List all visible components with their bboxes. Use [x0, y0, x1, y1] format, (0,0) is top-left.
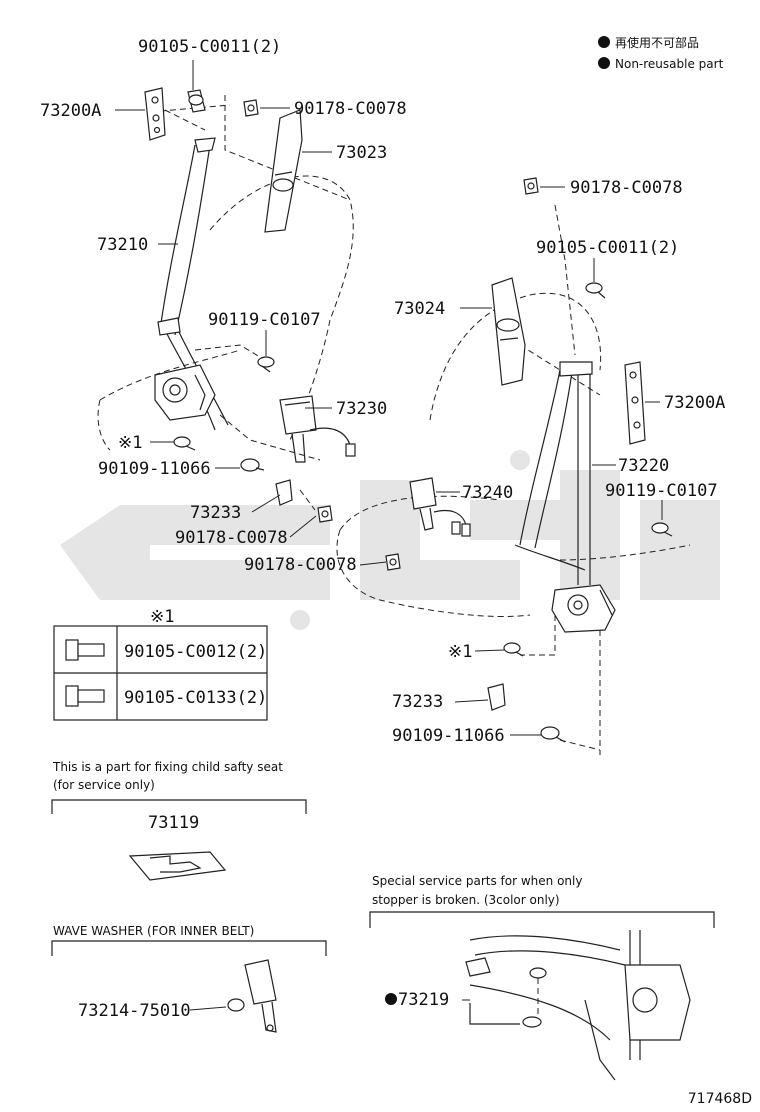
label-90105-c0011-right: 90105-C0011(2)	[536, 238, 679, 258]
bolt-icon	[257, 356, 275, 373]
label-73233-right: 73233	[392, 692, 443, 712]
label-90178-c0078-top: 90178-C0078	[294, 99, 407, 119]
watermark-logo	[60, 450, 720, 630]
bolt-icon	[651, 522, 673, 537]
table-note-mark: ※1	[150, 607, 174, 627]
label-90178-c0078-right-top: 90178-C0078	[570, 178, 683, 198]
non-reusable-dot-icon	[598, 36, 610, 48]
nut-icon	[317, 505, 333, 523]
diagram-id: 717468D	[688, 1091, 752, 1107]
label-73219: 73219	[398, 990, 449, 1010]
nut-icon	[243, 99, 259, 117]
bolt-icon	[173, 436, 196, 451]
label-73240: 73240	[462, 483, 513, 503]
height-adjuster-left	[144, 87, 166, 141]
leader-lines-left	[115, 60, 332, 538]
right-seat-assembly	[336, 177, 691, 755]
wave-washer-section: WAVE WASHER (FOR INNER BELT) 73214-75010	[51, 924, 327, 1033]
buckle-73230	[279, 395, 356, 463]
bolt-icon	[503, 642, 524, 657]
child-seat-section: This is a part for fixing child safty se…	[51, 760, 307, 881]
bolt-icon	[187, 89, 206, 113]
bolt-icon	[65, 639, 105, 661]
legend-en: Non-reusable part	[615, 57, 724, 71]
stopper-assembly-icon	[465, 930, 691, 1081]
nut-icon	[385, 553, 401, 571]
label-note-mark-left: ※1	[118, 433, 142, 453]
non-reusable-dot-icon	[385, 993, 397, 1005]
label-73214-75010: 73214-75010	[78, 1001, 191, 1021]
label-73230: 73230	[336, 399, 387, 419]
part-labels: 90105-C0011(2) 73200A 90178-C0078 73023 …	[40, 37, 725, 746]
label-73210: 73210	[97, 235, 148, 255]
non-reusable-dot-icon	[598, 57, 610, 69]
belt-guide-73023	[264, 109, 303, 233]
special-note-2: stopper is broken. (3color only)	[372, 893, 560, 907]
label-90119-c0107-right: 90119-C0107	[605, 481, 718, 501]
wave-washer-note: WAVE WASHER (FOR INNER BELT)	[53, 924, 254, 938]
left-seat-assembly	[97, 87, 356, 523]
cover-73233-left	[275, 479, 293, 506]
label-73119: 73119	[148, 813, 199, 833]
legend-jp: 再使用不可部品	[615, 35, 699, 50]
label-73200a-left: 73200A	[40, 101, 101, 121]
label-73023: 73023	[336, 143, 387, 163]
bolt-icon	[65, 685, 105, 707]
child-seat-anchor-73119	[128, 851, 227, 881]
child-seat-note-1: This is a part for fixing child safty se…	[52, 760, 283, 774]
inner-buckle-icon	[227, 959, 277, 1033]
height-adjuster-right	[624, 361, 646, 445]
label-73024: 73024	[394, 299, 445, 319]
label-90109-11066-left: 90109-11066	[98, 459, 211, 479]
child-seat-note-2: (for service only)	[53, 778, 155, 792]
retractor-right	[551, 584, 616, 633]
table-row-2: 90105-C0133(2)	[124, 688, 267, 708]
belt-guide-73024	[491, 277, 526, 386]
label-73220: 73220	[618, 456, 669, 476]
label-note-mark-right: ※1	[448, 642, 472, 662]
label-90178-c0078-mid: 90178-C0078	[175, 528, 288, 548]
bolt-icon	[585, 282, 606, 299]
nut-icon	[523, 177, 539, 195]
special-note-1: Special service parts for when only	[372, 874, 582, 888]
label-90109-11066-right: 90109-11066	[392, 726, 505, 746]
legend: 再使用不可部品 Non-reusable part	[598, 35, 724, 71]
fastener-table: ※1 90105-C0012(2) 90105-C0133(2)	[53, 607, 268, 721]
label-73200a-right: 73200A	[664, 393, 725, 413]
bolt-icon	[240, 458, 265, 472]
special-service-section: Special service parts for when only stop…	[369, 874, 715, 1081]
cover-73233-right	[487, 683, 506, 711]
label-73233-left: 73233	[190, 503, 241, 523]
buckle-73240	[409, 477, 471, 537]
label-90119-c0107-left: 90119-C0107	[208, 310, 321, 330]
retractor-left	[154, 364, 216, 421]
label-90105-c0011-top: 90105-C0011(2)	[138, 37, 281, 57]
leader-lines-right	[359, 186, 663, 736]
label-90178-c0078-low: 90178-C0078	[244, 555, 357, 575]
table-row-1: 90105-C0012(2)	[124, 642, 267, 662]
bolt-icon	[540, 726, 566, 743]
